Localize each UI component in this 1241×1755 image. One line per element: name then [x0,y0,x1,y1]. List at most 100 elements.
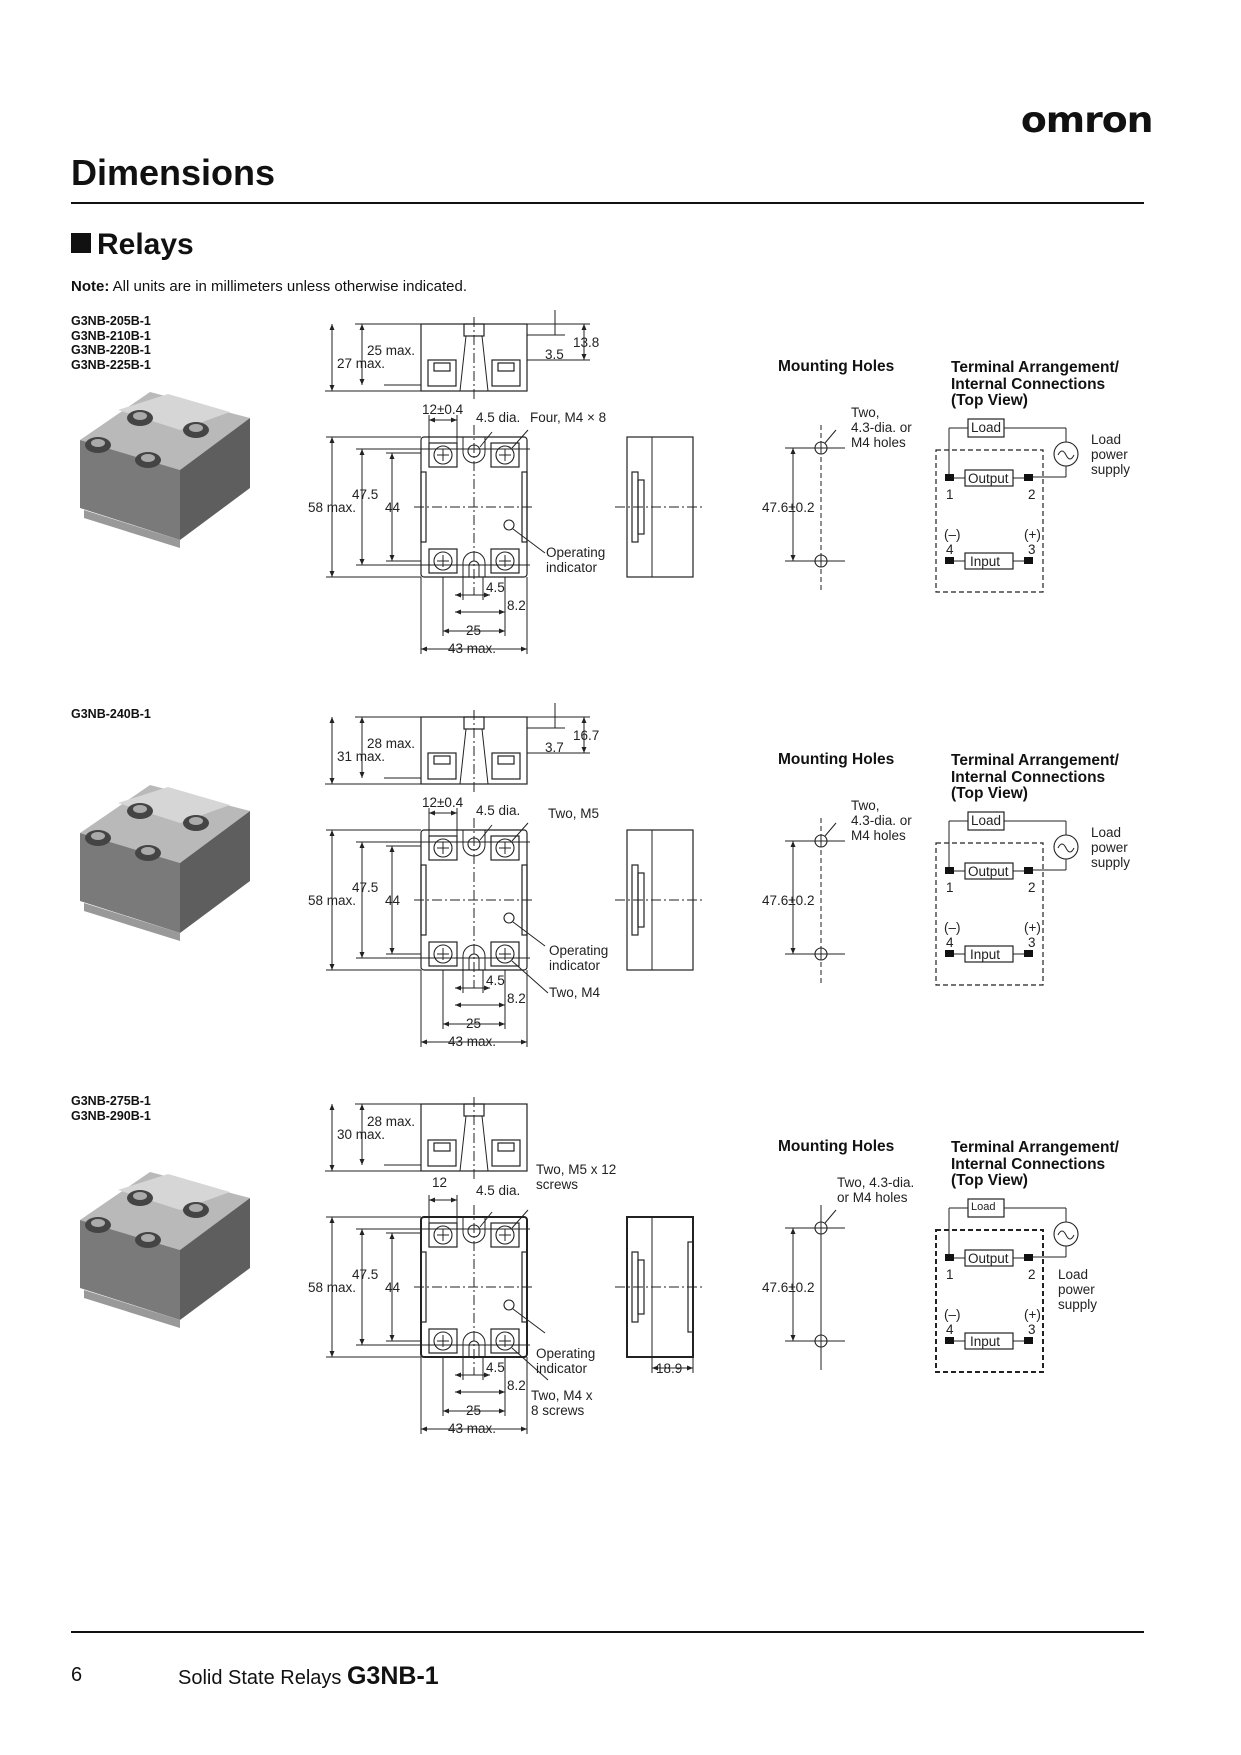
page-number: 6 [71,1664,83,1686]
terminal-pad-3 [945,950,954,957]
leader-screw [511,429,529,449]
note-label: Note: [71,278,110,295]
dim-pitch-arrows [429,810,457,816]
dim-label-h-inner: 25 max. [367,343,416,358]
section-drawing-3 [80,1097,1079,1434]
terminal-pad-1 [945,474,954,481]
photo-screw-1 [141,847,155,855]
terminal-screw-2 [490,835,520,861]
model-number: G3NB-210B-1 [71,328,151,343]
page-title: Dimensions [71,152,276,193]
mounting-holes-note: Two, 4.3-dia. or M4 holes [837,1175,915,1205]
photo-screw-0 [91,1219,105,1227]
photo-screw-1 [141,1234,155,1242]
dim-label-slot: 4.5 [486,1360,505,1375]
dim-offset-arrows [455,609,505,615]
top-view-rib [481,1115,489,1172]
relay-photo [80,392,250,548]
terminal-label-t2: 2 [1028,487,1036,502]
photo-base [84,1290,180,1328]
mounting-holes-title: Mounting Holes [778,1138,895,1155]
top-view-rib [459,1115,467,1172]
dim-label-h44: 44 [385,1280,401,1295]
terminal-label-output: Output [968,471,1009,486]
terminal-label-t4: 4 [946,935,954,950]
dim-label-slot: 4.5 [486,580,505,595]
dim-label-w43: 43 max. [448,641,497,656]
leader-mounting [824,822,837,837]
model-number: G3NB-275B-1 [71,1094,151,1108]
terminal-screw-3 [490,548,520,574]
dim-label-w25: 25 [466,623,482,638]
front-view [326,415,546,654]
dim-label-screws-top: Two, M5 x 12 screws [536,1162,617,1192]
leader-indicator [512,528,546,554]
note-text: All units are in millimeters unless othe… [112,278,467,295]
terminal-label-t3: 3 [1028,1322,1036,1337]
mounting-pitch-label: 47.6±0.2 [762,500,815,515]
terminal-screw-1-head [433,445,453,465]
front-view [326,1195,549,1434]
top-view-rib [481,335,489,392]
mounting-pitch-label: 47.6±0.2 [762,1280,815,1295]
terminal-label-supply: Load power supply [1091,825,1131,870]
terminal-label-t1: 1 [946,880,954,895]
dim-label-h44: 44 [385,893,401,908]
terminal-label-t2: 2 [1028,1267,1036,1282]
photo-screw-2 [133,1192,147,1200]
units-note: Note: All units are in millimeters unles… [71,278,467,295]
photo-screw-3 [189,817,203,825]
leader-hole [479,431,493,448]
mounting-holes-title: Mounting Holes [778,751,895,768]
dim-label-top-a: 16.7 [573,728,600,743]
dim-label-indicator: Operating indicator [549,943,609,973]
leader-indicator [512,1308,546,1334]
section-drawing-2 [80,703,1079,1047]
top-view-terminal-left-cap [433,1142,451,1152]
photo-screw-3 [189,424,203,432]
side-view [615,829,702,971]
dim-label-h58: 58 max. [308,500,357,515]
top-view-rib [481,728,489,785]
terminal-label-input: Input [970,1334,1001,1349]
terminal-screw-4-head [433,944,453,964]
sine-icon [1057,450,1075,460]
dim-label-h44: 44 [385,500,401,515]
terminal-diagram [935,418,1079,593]
terminal-screw-4 [428,941,458,967]
relay-photo [80,785,250,941]
top-view-terminal-left [427,1139,457,1167]
terminal-pad-3 [945,557,954,564]
footer-rule [71,1631,1144,1633]
terminal-label-minus: (–) [944,1307,961,1322]
sine-icon [1057,1230,1075,1240]
terminal-screw-3 [490,1328,520,1354]
terminal-pad-1 [945,867,954,874]
top-view-terminal-left [427,752,457,780]
model-list: G3NB-240B-1 [71,707,151,722]
terminal-screw-1 [428,1222,458,1248]
terminal-screw-2-head [495,838,515,858]
terminal-diagram [935,1198,1079,1373]
photo-side-face [180,1198,250,1320]
dim-label-w25: 25 [466,1016,482,1031]
terminal-label-minus: (–) [944,920,961,935]
dim-label-hole: 4.5 dia. [476,803,521,818]
terminal-pad-4 [1024,950,1033,957]
terminal-label-load: Load [971,1201,996,1213]
top-view-terminal-left [427,359,457,387]
dim-label-pitch: 12 [432,1175,448,1190]
mounting-holes-note: Two, 4.3-dia. or M4 holes [851,798,912,843]
terminal-label-t3: 3 [1028,935,1036,950]
top-view-rib [459,335,467,392]
dim-offset-arrows [455,1389,505,1395]
dim-label-screws-bottom: Two, M4 [549,985,601,1000]
terminal-screw-4-head [433,1331,453,1351]
leader-screw [511,1209,529,1229]
sine-icon [1057,843,1075,853]
relay-boundary [935,449,1044,593]
terminal-screw-4-head [433,551,453,571]
dim-pitch-arrows [429,417,457,423]
leader-mounting [824,1209,837,1224]
